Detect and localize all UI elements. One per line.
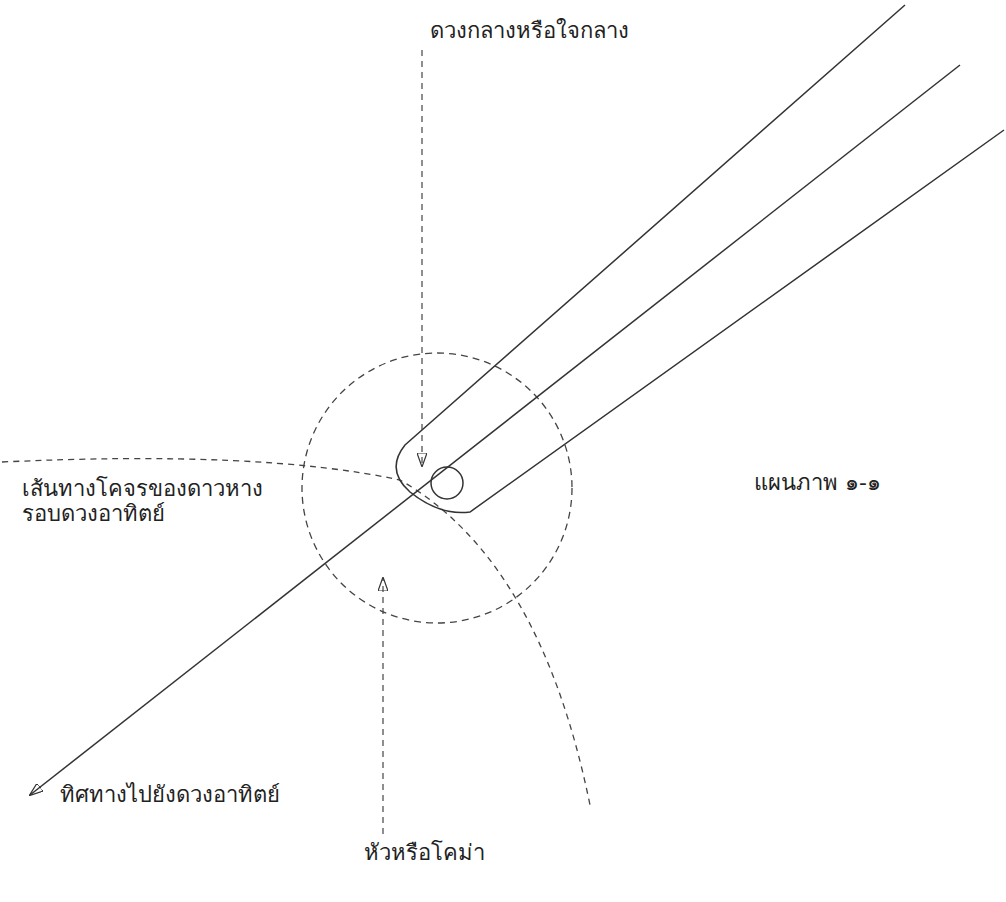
sun-direction-arrow <box>30 65 960 795</box>
orbit-path <box>2 459 590 805</box>
nucleus-circle <box>431 467 463 499</box>
leader-line <box>382 578 383 834</box>
figure-number: แผนภาพ ๑-๑ <box>752 470 883 495</box>
coma-label: หัวหรือโคม่า <box>362 840 487 865</box>
leader-line <box>421 50 422 466</box>
nucleus-label: ดวงกลางหรือใจกลาง <box>428 18 631 43</box>
coma-circle <box>302 353 572 623</box>
orbit-label: เส้นทางโคจรของดาวหาง รอบดวงอาทิตย์ <box>20 476 274 527</box>
sun-direction-label: ทิศทางไปยังดวงอาทิตย์ <box>58 782 282 807</box>
